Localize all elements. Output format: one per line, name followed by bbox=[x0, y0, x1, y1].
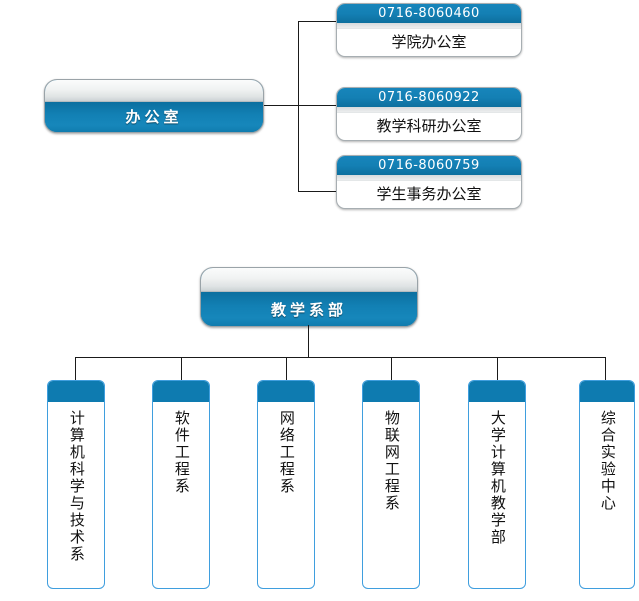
node-office-child-2[interactable]: 0716-8060922 教学科研办公室 bbox=[336, 87, 522, 141]
node-office-root[interactable]: 办公室 bbox=[44, 79, 264, 133]
node-department-4-header bbox=[363, 381, 419, 402]
connector-dept-stem-6 bbox=[605, 357, 606, 382]
connector-office-branch-2 bbox=[298, 105, 336, 106]
node-department-2-label: 软件工程系 bbox=[172, 410, 191, 495]
connector-dept-stem-4 bbox=[391, 357, 392, 382]
node-department-3-header bbox=[258, 381, 314, 402]
connector-dept-stem-1 bbox=[75, 357, 76, 382]
connector-office-root-horizontal bbox=[262, 105, 298, 106]
node-department-5-header bbox=[469, 381, 525, 402]
node-office-root-sheen bbox=[45, 80, 263, 102]
node-office-child-3-name: 学生事务办公室 bbox=[376, 185, 482, 203]
node-department-2[interactable]: 软件工程系 bbox=[152, 380, 210, 589]
node-department-2-header bbox=[153, 381, 209, 402]
connector-office-branch-3 bbox=[298, 191, 336, 192]
connector-office-branch-1 bbox=[298, 21, 336, 22]
node-department-4[interactable]: 物联网工程系 bbox=[362, 380, 420, 589]
node-office-child-1[interactable]: 0716-8060460 学院办公室 bbox=[336, 3, 522, 57]
connector-teaching-trunk-vertical bbox=[308, 325, 309, 358]
node-department-4-label: 物联网工程系 bbox=[382, 410, 401, 512]
node-office-child-1-phone: 0716-8060460 bbox=[337, 4, 521, 23]
node-office-child-2-divider bbox=[337, 107, 521, 113]
node-department-1[interactable]: 计算机科学与技术系 bbox=[47, 380, 105, 589]
node-teaching-root-label: 教学系部 bbox=[270, 300, 347, 319]
node-department-6[interactable]: 综合实验中心 bbox=[579, 380, 635, 589]
node-office-child-1-divider bbox=[337, 23, 521, 29]
connector-office-trunk-vertical bbox=[298, 21, 299, 191]
node-department-1-label: 计算机科学与技术系 bbox=[67, 410, 86, 563]
node-office-root-body: 办公室 bbox=[45, 101, 263, 132]
node-office-child-3-phone: 0716-8060759 bbox=[337, 156, 521, 175]
node-department-6-label: 综合实验中心 bbox=[598, 410, 617, 512]
node-department-5[interactable]: 大学计算机教学部 bbox=[468, 380, 526, 589]
node-office-child-2-name: 教学科研办公室 bbox=[376, 117, 482, 135]
node-office-child-1-name: 学院办公室 bbox=[391, 33, 467, 51]
node-department-3-label: 网络工程系 bbox=[277, 410, 296, 495]
node-department-6-header bbox=[580, 381, 634, 402]
node-department-3[interactable]: 网络工程系 bbox=[257, 380, 315, 589]
connector-teaching-bus-horizontal bbox=[75, 357, 605, 358]
node-teaching-root-sheen bbox=[201, 268, 417, 293]
node-office-root-label: 办公室 bbox=[125, 108, 183, 127]
node-office-child-2-phone: 0716-8060922 bbox=[337, 88, 521, 107]
connector-dept-stem-5 bbox=[497, 357, 498, 382]
node-office-child-3-divider bbox=[337, 175, 521, 181]
node-department-5-label: 大学计算机教学部 bbox=[488, 410, 507, 546]
connector-dept-stem-2 bbox=[181, 357, 182, 382]
node-teaching-root-body: 教学系部 bbox=[201, 292, 417, 326]
node-department-1-header bbox=[48, 381, 104, 402]
node-office-child-3[interactable]: 0716-8060759 学生事务办公室 bbox=[336, 155, 522, 209]
connector-dept-stem-3 bbox=[286, 357, 287, 382]
node-teaching-root[interactable]: 教学系部 bbox=[200, 267, 418, 327]
